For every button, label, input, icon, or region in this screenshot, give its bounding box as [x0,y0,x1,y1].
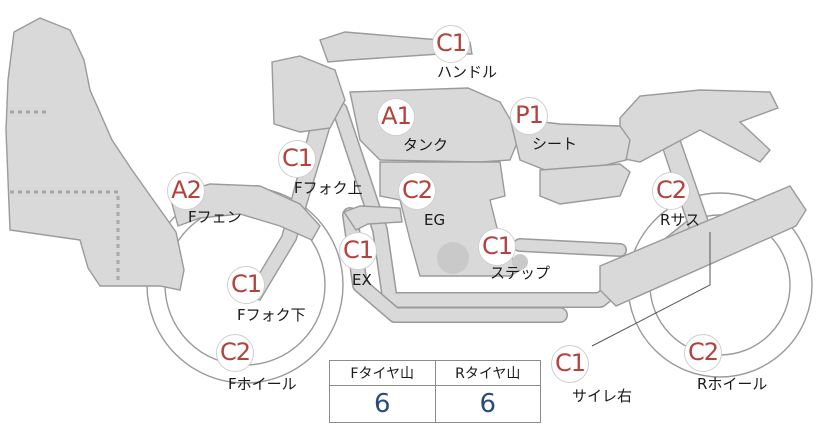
engine-grade-badge: C2 [398,172,436,210]
front-tire-value: 6 [329,385,436,423]
handle-label: ハンドル [437,63,498,81]
silencer [599,185,807,307]
f-wheel-label: Fホイール [228,375,297,393]
front-tire-header: Fタイヤ山 [329,360,436,386]
headlight-cowl [271,55,346,133]
tank-grade-badge: A1 [377,98,415,136]
f-fender-grade-badge: A2 [167,172,205,210]
handle-grade-badge: C1 [432,25,470,63]
r-suspension-grade-badge: C2 [652,172,690,210]
step-label: ステップ [490,264,551,282]
r-suspension-label: Rサス [660,211,701,229]
rear-tire-header: Rタイヤ山 [434,360,541,386]
r-wheel-label: Rホイール [697,375,768,393]
r-wheel-grade-badge: C2 [684,334,722,372]
silencer-right-label: サイレ右 [572,387,633,405]
front-fender [169,183,321,241]
silencer-right-grade-badge: C1 [551,345,589,383]
f-fender-label: Fフェン [188,208,242,226]
fairing [5,17,185,291]
seat-label: シート [532,135,578,153]
rear-tire-value: 6 [434,385,541,423]
tank-label: タンク [403,136,449,154]
step-grade-badge: C1 [478,228,516,266]
seat [509,117,631,177]
side-cover [539,163,631,205]
exhaust-label: EX [352,271,372,289]
seat-cowl [619,89,779,163]
exhaust-header [342,205,403,231]
f-wheel-grade-badge: C2 [216,334,254,372]
f-fork-lower-label: Fフォク下 [237,306,306,324]
f-fork-lower-grade-badge: C1 [227,266,265,304]
tire-tread-table: Fタイヤ山 Rタイヤ山 6 6 [329,360,541,423]
f-fork-upper-label: Fフォク上 [294,179,363,197]
f-fork-upper-grade-badge: C1 [278,140,316,178]
engine-cover [437,242,469,274]
engine-label: EG [424,211,446,229]
step-mount [512,254,528,270]
exhaust-grade-badge: C1 [339,232,377,270]
seat-grade-badge: P1 [510,97,548,135]
